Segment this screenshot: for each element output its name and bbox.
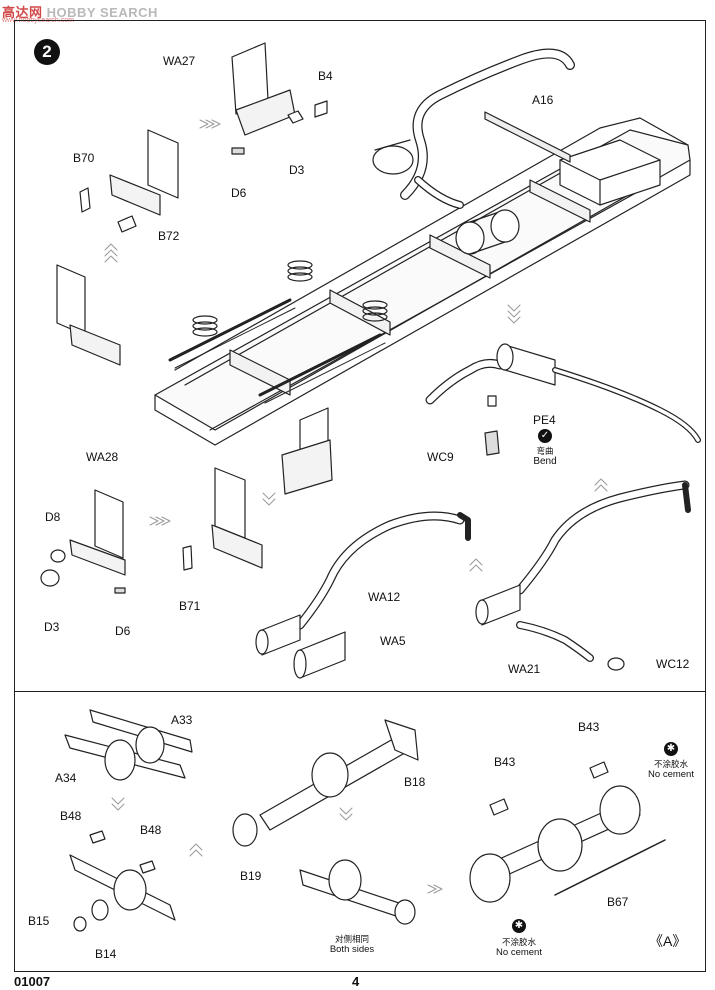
part-pe4-pipe-drawing [425,343,701,456]
label-b43-left: B43 [494,755,516,769]
label-bend-cn: 弯曲 [536,446,554,456]
part-b71-drawing [182,467,263,571]
label-both-sides-cn: 对侧相同 [334,934,369,944]
no-cement-icon: ✱ [512,919,526,933]
page-number: 4 [352,974,360,989]
chassis-frame-drawing [154,117,691,446]
label-wc9: WC9 [427,450,454,464]
label-wa5: WA5 [380,634,406,648]
label-d8: D8 [45,510,61,524]
label-d6-mid: D6 [115,624,131,638]
label-no-cement-cn-1: 不涂胶水 [653,759,688,769]
axle-a33-a34-drawing [64,709,193,781]
no-cement-icon: ✱ [664,742,678,756]
label-d6-top: D6 [231,186,247,200]
label-b48-left: B48 [60,809,82,823]
label-b67: B67 [607,895,629,909]
label-b48-right: B48 [140,823,162,837]
part-wa12-exhaust-drawing [255,511,471,679]
label-b72: B72 [158,229,180,243]
label-b18: B18 [404,775,426,789]
label-b4: B4 [318,69,333,83]
part-b70-b72-drawing [79,129,179,233]
label-wa28: WA28 [86,450,119,464]
label-a34: A34 [55,771,77,785]
label-b43-right: B43 [578,720,600,734]
label-wa21: WA21 [508,662,541,676]
label-d3-top: D3 [289,163,305,177]
part-wa28-drawing [40,489,126,594]
assembly-arrow-icon [111,797,443,894]
part-a16-drawing [484,111,571,163]
label-b19: B19 [240,869,262,883]
label-no-cement-en-1: No cement [648,769,694,780]
label-a33: A33 [171,713,193,727]
label-wa12: WA12 [368,590,401,604]
kit-number: 01007 [14,974,51,989]
exhaust-pipe-drawing [372,48,575,209]
side-mudflap-drawing [56,264,121,366]
step-number-badge: 2 [34,39,60,65]
axle-assembly-a-drawing [469,761,666,903]
label-b15: B15 [28,914,50,928]
bend-icon: ✓ [538,429,552,443]
axle-b48-b14-drawing [69,830,176,932]
label-no-cement-en-2: No cement [496,947,542,958]
spring-coils [192,260,388,337]
watermark: 高达网 HOBBY SEARCH [2,5,158,20]
label-b14: B14 [95,947,117,961]
label-b71: B71 [179,599,201,613]
label-both-sides-en: Both sides [329,944,375,955]
section-divider [14,691,706,692]
label-wc12: WC12 [656,657,690,671]
axle-b18-b19-drawing [232,719,419,847]
label-pe4: PE4 [533,413,556,427]
assembly-arrow-icon [104,119,608,572]
rear-mudflap-drawing [281,407,333,495]
air-tank-drawing [455,209,520,255]
label-bend-en: Bend [533,456,557,467]
page-frame [14,20,706,972]
label-wa27: WA27 [163,54,196,68]
subassembly-mark: 《A》 [649,933,687,949]
label-b70: B70 [73,151,95,165]
part-wa21-exhaust-drawing [475,480,691,671]
axle-both-sides-drawing [299,859,416,925]
label-a16: A16 [532,93,554,107]
part-wa27-drawing [231,42,328,155]
label-no-cement-cn-2: 不涂胶水 [501,937,536,947]
label-d3-mid: D3 [44,620,60,634]
